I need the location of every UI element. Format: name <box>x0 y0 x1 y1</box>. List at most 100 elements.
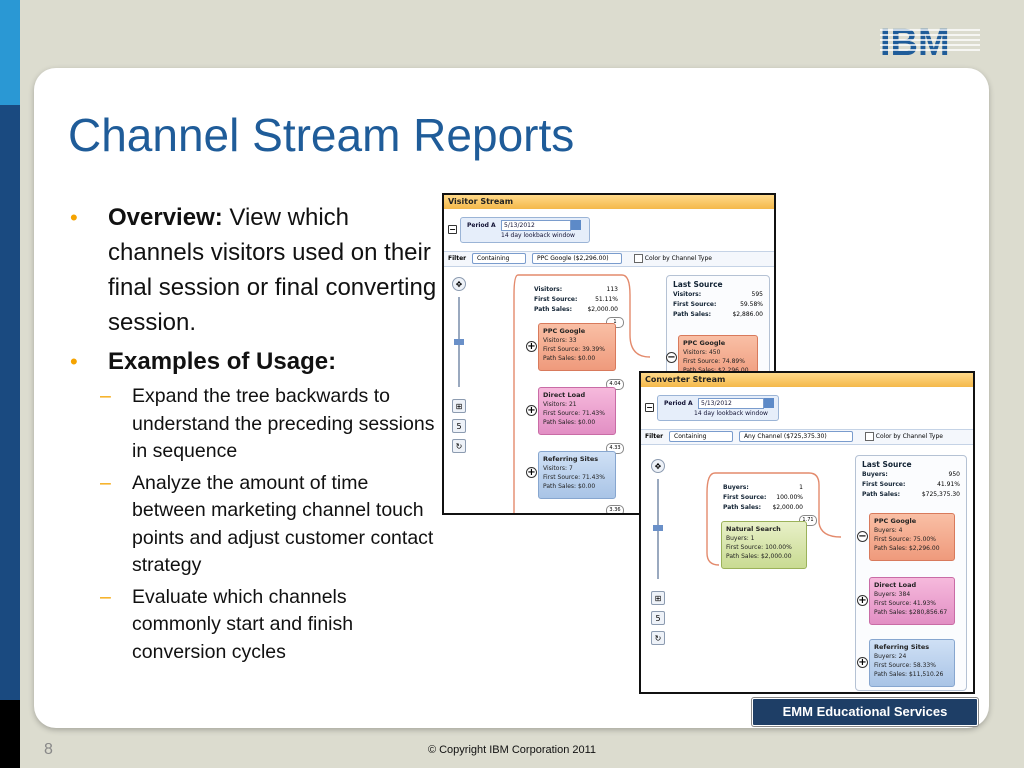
channel-stat: First Source: 39.39% <box>543 346 605 353</box>
bullet-list: • Overview: View which channels visitors… <box>70 200 440 670</box>
channel-name: PPC Google <box>874 517 917 525</box>
expand-icon[interactable]: + <box>857 595 868 606</box>
period-date-select[interactable]: 5/13/2012 <box>698 398 764 409</box>
duration-bubble: 3.36 <box>606 505 624 513</box>
calendar-icon[interactable] <box>571 220 581 230</box>
converter-stream-screenshot: Converter Stream − Period A 5/13/2012 14… <box>639 371 975 694</box>
first-source-value: 100.00% <box>776 494 803 501</box>
visitors-value: 113 <box>606 286 618 293</box>
converter-root-node[interactable]: Buyers:1 First Source:100.00% Path Sales… <box>717 479 809 517</box>
channel-node[interactable]: PPC Google Visitors: 33 First Source: 39… <box>538 323 616 371</box>
sub-bullet-text: Evaluate which channels commonly start a… <box>132 585 354 663</box>
slide-title: Channel Stream Reports <box>68 109 575 161</box>
first-source-label: First Source: <box>862 481 906 488</box>
duration-bubble: 1.71 <box>799 515 817 526</box>
first-source-value: 41.91% <box>937 481 960 488</box>
channel-name: Direct Load <box>543 391 586 399</box>
collapse-icon[interactable]: − <box>857 531 868 542</box>
visitor-root-node[interactable]: Visitors:113 First Source:51.11% Path Sa… <box>528 281 624 319</box>
expand-icon[interactable]: + <box>857 657 868 668</box>
channel-node[interactable]: Natural Search Buyers: 1 First Source: 1… <box>721 521 807 569</box>
filter-value-select[interactable]: Any Channel ($725,375.30) <box>738 431 853 442</box>
channel-name: PPC Google <box>683 339 726 347</box>
channel-stat: First Source: 71.43% <box>543 410 605 417</box>
levels-icon[interactable]: 5 <box>651 611 665 625</box>
expand-icon[interactable]: + <box>526 467 537 478</box>
bullet-dot-icon: • <box>70 205 78 230</box>
collapse-period-icon[interactable]: − <box>645 403 654 412</box>
calendar-icon[interactable] <box>764 398 774 408</box>
visitor-stream-header: Visitor Stream <box>444 195 774 209</box>
filter-mode-select[interactable]: Containing <box>669 431 734 442</box>
channel-name: Referring Sites <box>874 643 930 651</box>
buyers-label: Buyers: <box>723 484 749 491</box>
zoom-controls: ✥ ⊞ 5 ↻ <box>651 459 669 651</box>
last-channel-node[interactable]: Referring Sites Buyers: 24 First Source:… <box>869 639 955 687</box>
channel-stat: First Source: 58.33% <box>874 662 936 669</box>
pan-icon[interactable]: ✥ <box>651 459 665 473</box>
pan-icon[interactable]: ✥ <box>452 277 466 291</box>
filter-label: Filter <box>645 433 664 440</box>
lookback-text: 14 day lookback window <box>694 410 768 417</box>
color-by-checkbox[interactable] <box>864 432 874 441</box>
path-sales-value: $2,000.00 <box>772 504 803 511</box>
last-channel-node[interactable]: Direct Load Buyers: 384 First Source: 41… <box>869 577 955 625</box>
expand-icon[interactable]: + <box>526 405 537 416</box>
visitors-value: 595 <box>751 291 763 298</box>
collapse-icon[interactable]: − <box>666 352 677 363</box>
channel-stat: Path Sales: $280,856.67 <box>874 609 948 616</box>
fit-icon[interactable]: ⊞ <box>651 591 665 605</box>
last-source-title: Last Source <box>862 460 912 469</box>
channel-node[interactable]: Referring Sites Visitors: 7 First Source… <box>538 451 616 499</box>
filter-value-select[interactable]: PPC Google ($2,296.00) <box>531 253 622 264</box>
filter-mode-select[interactable]: Containing <box>472 253 527 264</box>
dash-icon: – <box>100 585 111 608</box>
levels-icon[interactable]: 5 <box>452 419 466 433</box>
path-sales-label: Path Sales: <box>862 491 900 498</box>
zoom-slider[interactable] <box>454 297 464 387</box>
channel-stat: Buyers: 24 <box>874 653 907 660</box>
connector-lines <box>706 472 842 566</box>
channel-node[interactable]: Direct Load Visitors: 21 First Source: 7… <box>538 387 616 435</box>
fit-icon[interactable]: ⊞ <box>452 399 466 413</box>
first-source-label: First Source: <box>534 296 578 303</box>
channel-stat: First Source: 74.89% <box>683 358 745 365</box>
lookback-text: 14 day lookback window <box>501 232 575 239</box>
path-sales-value: $2,886.00 <box>732 311 763 318</box>
emm-badge: EMM Educational Services <box>752 698 978 726</box>
channel-stat: Path Sales: $0.00 <box>543 355 596 362</box>
zoom-slider[interactable] <box>653 479 663 579</box>
channel-stat: Visitors: 450 <box>683 349 721 356</box>
channel-stat: Buyers: 4 <box>874 527 903 534</box>
overview-text: View which channels visitors used on the… <box>108 204 437 336</box>
filter-label: Filter <box>448 255 467 262</box>
period-selector[interactable]: Period A 5/13/2012 14 day lookback windo… <box>460 217 590 243</box>
channel-stat: Path Sales: $2,000.00 <box>726 553 792 560</box>
filter-bar: Filter Containing PPC Google ($2,296.00)… <box>444 251 774 267</box>
collapse-period-icon[interactable]: − <box>448 225 457 234</box>
channel-stat: Path Sales: $11,510.26 <box>874 671 944 678</box>
buyers-value: 950 <box>948 471 960 478</box>
buyers-value: 1 <box>799 484 803 491</box>
buyers-label: Buyers: <box>862 471 888 478</box>
channel-stat: Visitors: 33 <box>543 337 577 344</box>
color-by-checkbox[interactable] <box>633 254 643 263</box>
examples-label: Examples of Usage: <box>108 348 337 375</box>
sub-bullet: –Analyze the amount of time between mark… <box>70 470 440 580</box>
period-label: Period A <box>467 222 496 229</box>
refresh-icon[interactable]: ↻ <box>651 631 665 645</box>
period-selector[interactable]: Period A 5/13/2012 14 day lookback windo… <box>657 395 779 421</box>
channel-stat: First Source: 75.00% <box>874 536 936 543</box>
channel-stat: Path Sales: $2,296.00 <box>874 545 940 552</box>
expand-icon[interactable]: + <box>526 341 537 352</box>
converter-stream-header: Converter Stream <box>641 373 973 387</box>
zoom-controls: ✥ ⊞ 5 ↻ <box>452 277 470 459</box>
period-label: Period A <box>664 400 693 407</box>
channel-stat: Visitors: 7 <box>543 465 573 472</box>
last-channel-node[interactable]: PPC Google Buyers: 4 First Source: 75.00… <box>869 513 955 561</box>
refresh-icon[interactable]: ↻ <box>452 439 466 453</box>
path-sales-value: $2,000.00 <box>587 306 618 313</box>
path-sales-label: Path Sales: <box>673 311 711 318</box>
period-date-select[interactable]: 5/13/2012 <box>501 220 571 231</box>
first-source-label: First Source: <box>673 301 717 308</box>
